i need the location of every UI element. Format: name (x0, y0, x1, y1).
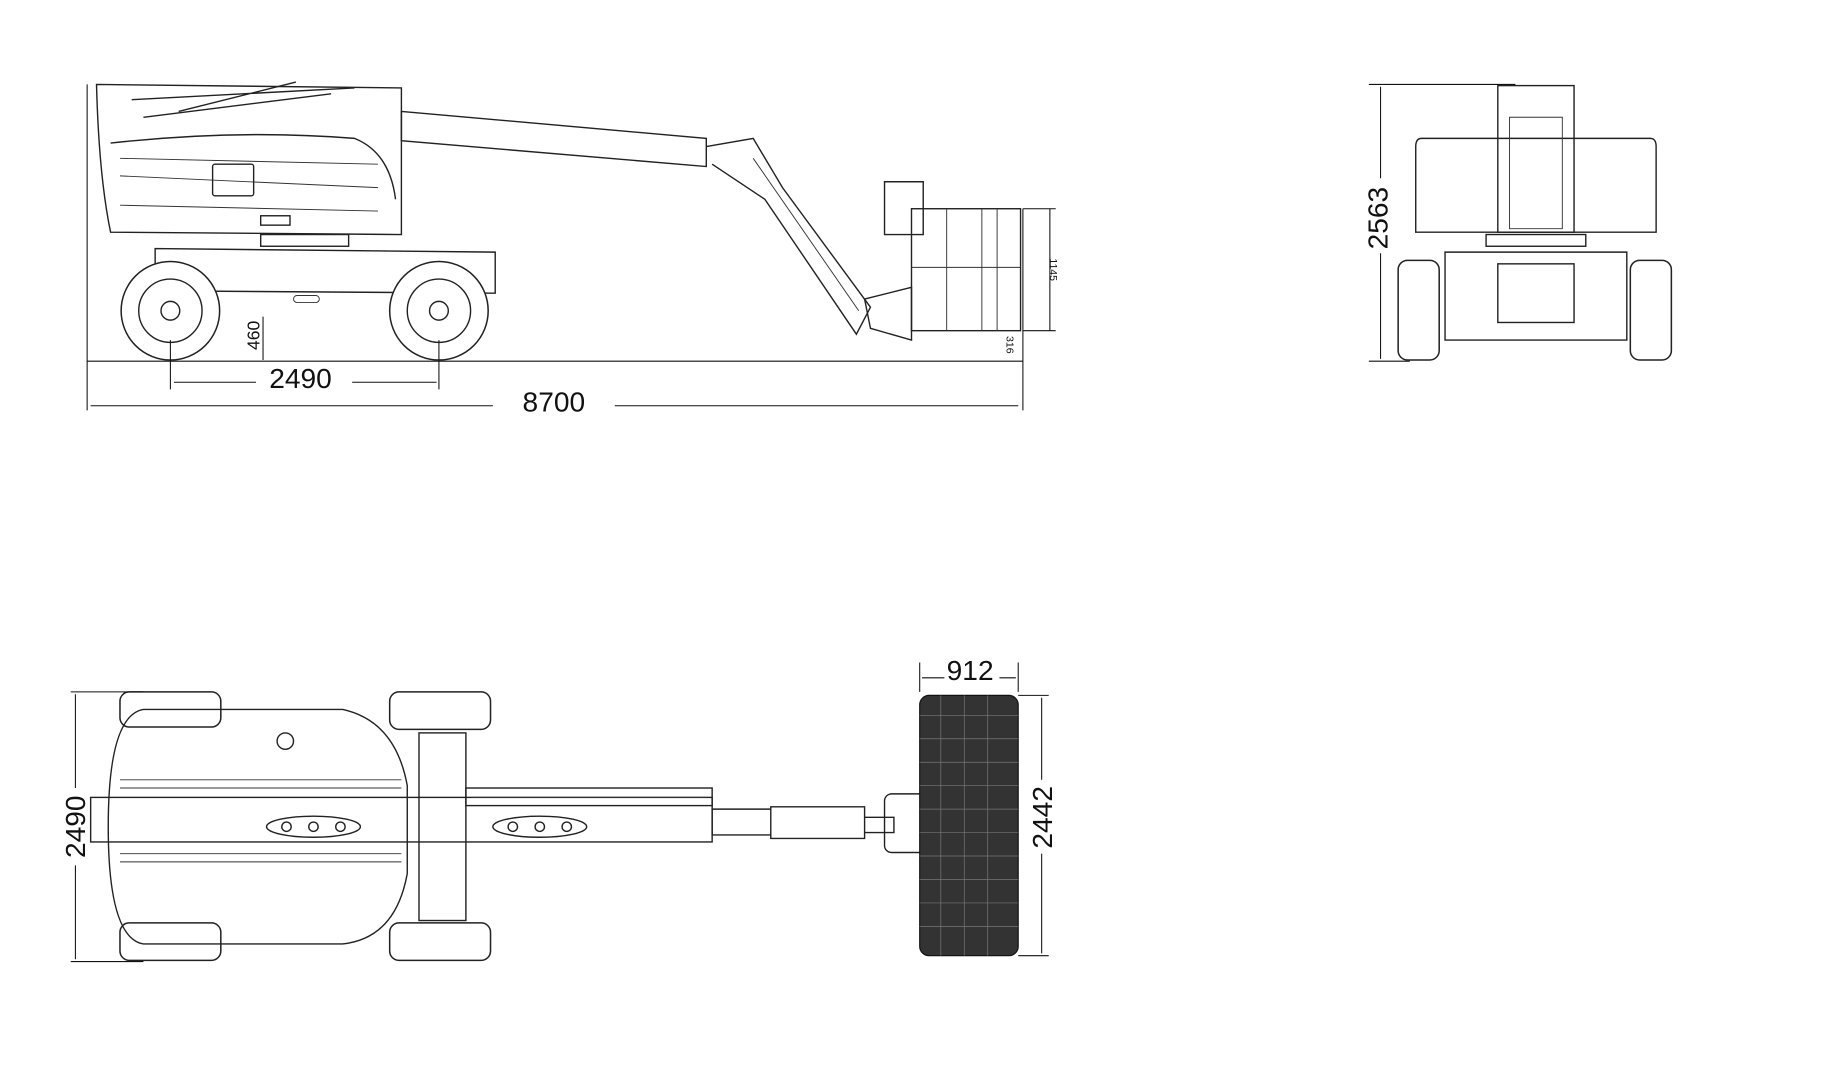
basket-floor-offset-label: 316 (1003, 336, 1015, 354)
basket-length-label: 912 (947, 655, 994, 686)
wheelbase-label: 2490 (269, 363, 332, 394)
basket-side (863, 181, 1022, 341)
boom-holes (265, 815, 588, 838)
side-wheels (120, 260, 489, 361)
main-boom (400, 110, 872, 336)
rear-view: 2563 (1363, 83, 1673, 362)
top-dimension-lines (70, 662, 1049, 963)
overall-width-label: 2490 (60, 795, 91, 858)
basket-top (919, 694, 1019, 957)
stowed-height-label: 2563 (1363, 187, 1394, 250)
overall-length-label: 8700 (523, 387, 586, 418)
basket-width-label: 2442 (1027, 786, 1058, 849)
basket-height-label: 1145 (1047, 258, 1059, 281)
turntable-outline (107, 708, 408, 945)
side-view: 2490 8700 460 1145 316 (86, 81, 1059, 418)
top-view: 2490 912 2442 (60, 655, 1058, 963)
top-boom (89, 796, 713, 843)
side-dimension-lines (86, 84, 1056, 411)
ground-clearance-label: 460 (244, 320, 264, 350)
